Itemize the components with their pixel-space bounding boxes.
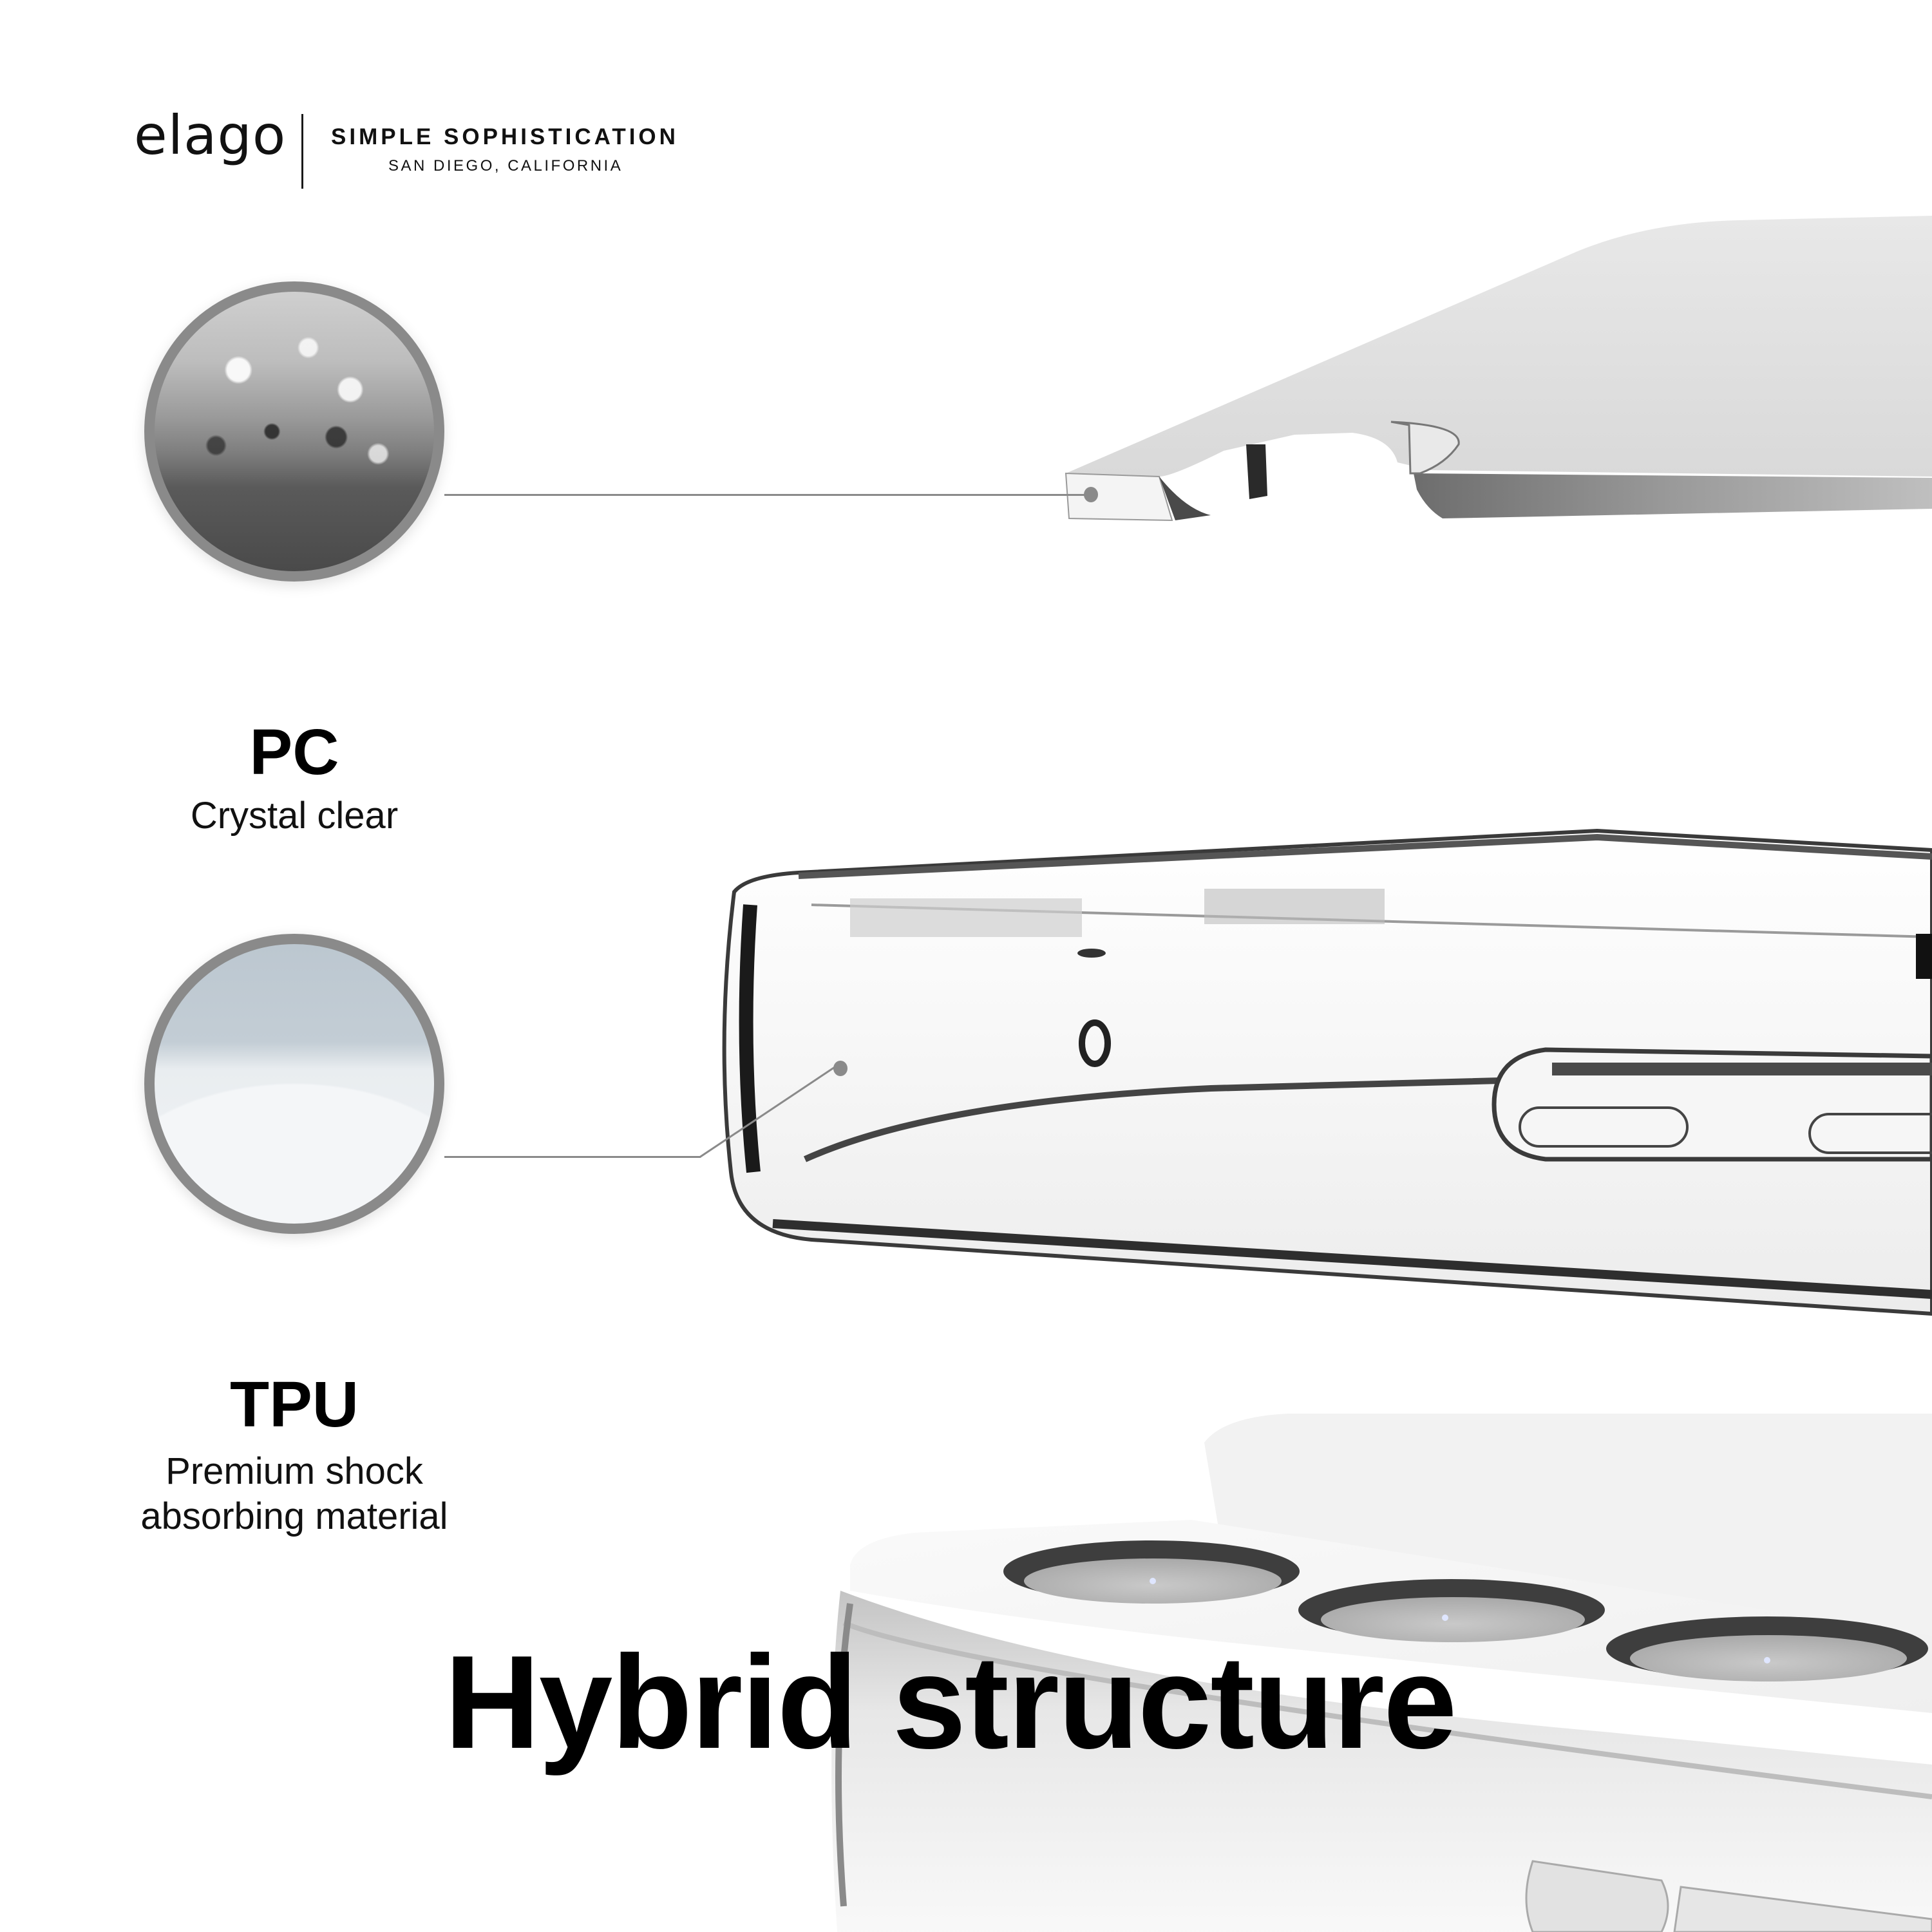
phone-render: [831, 1414, 1932, 1932]
headline: Hybrid structure: [444, 1628, 1457, 1776]
pc-shell: [1065, 216, 1932, 522]
tpu-leader-dot: [833, 1061, 848, 1076]
pc-material-swatch: [144, 281, 444, 582]
pc-leader-line: [444, 494, 1088, 496]
brand-divider: [301, 114, 303, 189]
brand-tagline: SIMPLE SOPHISTICATION: [331, 124, 679, 149]
elago-logo: elago: [134, 104, 287, 167]
tpu-subtitle-line-1: Premium shock: [166, 1450, 423, 1492]
pc-subtitle: Crystal clear: [190, 795, 399, 837]
brand-location: SAN DIEGO, CALIFORNIA: [388, 157, 623, 175]
tpu-leader-line: [444, 1156, 701, 1158]
tpu-frame: [722, 828, 1932, 1316]
camera-lens-2: [1298, 1579, 1605, 1642]
tpu-subtitle: Premium shock absorbing material: [112, 1449, 477, 1539]
tpu-material-swatch: [144, 934, 444, 1234]
pc-title: PC: [249, 716, 339, 788]
camera-lens-1: [1003, 1540, 1300, 1604]
tpu-subtitle-line-2: absorbing material: [140, 1495, 448, 1537]
tpu-title: TPU: [230, 1368, 359, 1441]
camera-lens-3: [1606, 1616, 1928, 1681]
pc-leader-dot: [1084, 487, 1098, 502]
